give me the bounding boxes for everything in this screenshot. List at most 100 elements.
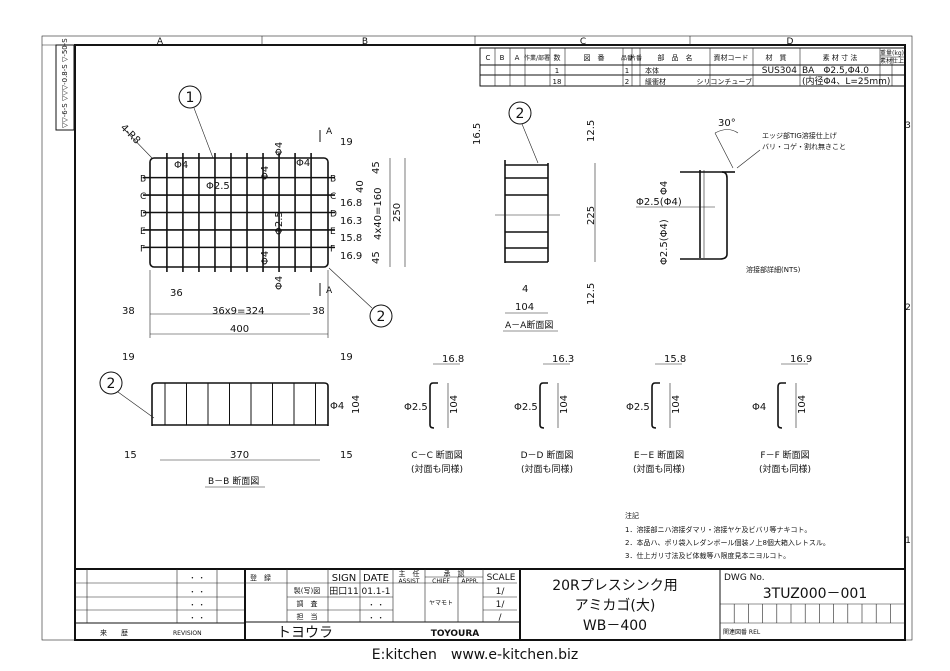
section-title: F－F 断面図 bbox=[760, 449, 809, 461]
date-header: DATE bbox=[363, 573, 389, 584]
leader-line bbox=[122, 127, 153, 159]
section-wire bbox=[429, 382, 438, 429]
dim-label: 12.5 bbox=[586, 120, 597, 142]
part-size: BA Φ2.5,Φ4.0 bbox=[802, 66, 869, 76]
table-header: 仕上 bbox=[892, 57, 904, 65]
dim-label: 12.5 bbox=[586, 283, 597, 305]
balloon bbox=[99, 371, 123, 395]
dim-label: 45 bbox=[371, 161, 382, 174]
part-item-no: 1 bbox=[625, 67, 629, 75]
dim-label: 16.8 bbox=[340, 198, 362, 209]
dim-label: Φ4 bbox=[174, 160, 188, 171]
revision-date: ・ ・ bbox=[189, 601, 205, 609]
dim-label: 15.8 bbox=[664, 354, 686, 365]
dim-label: 16.9 bbox=[340, 251, 362, 262]
part-name: 緩衝材 bbox=[645, 77, 666, 86]
dim-label: 38 bbox=[122, 306, 135, 317]
dim-label: 104 bbox=[449, 395, 460, 414]
assist-header-en: ASSIST bbox=[399, 578, 420, 585]
table-header: B bbox=[500, 54, 505, 62]
company-kana: トヨウラ bbox=[277, 625, 333, 641]
dim-label: Φ4 bbox=[274, 142, 285, 156]
zone-label: 3 bbox=[905, 121, 911, 131]
frame-wire bbox=[151, 382, 329, 426]
section-mark: F bbox=[140, 244, 145, 254]
part-size: (内径Φ4、L=25mm) bbox=[802, 75, 890, 87]
dwg-grid bbox=[733, 604, 891, 623]
section-wire bbox=[777, 382, 786, 429]
section-mark: B bbox=[140, 175, 146, 185]
part-material: SUS304 bbox=[762, 66, 797, 76]
table-header: 品番 bbox=[621, 55, 633, 62]
table-header: 素材 bbox=[880, 57, 892, 65]
dim-label: Φ4 bbox=[330, 401, 344, 412]
section-note: (対面も同様) bbox=[411, 463, 463, 475]
table-header: 作業/部署 bbox=[524, 54, 550, 62]
drawing-title-line1: 20Rプレスシンク用 bbox=[552, 578, 678, 594]
drawing-title-line2: アミカゴ(大) bbox=[575, 597, 656, 614]
note-item: 1．溶接部ニハ溶接ダマリ・溶接ヤケ及ビバリ等ナキコト。 bbox=[625, 525, 811, 534]
leader-line bbox=[117, 391, 155, 419]
plan-dimensions: 1 2 4-R8 Φ4 Φ2.5 Φ4 Φ4 Φ2.5 Φ4 Φ4 Φ4 19 … bbox=[118, 85, 406, 338]
part-qty: 1 bbox=[555, 67, 559, 75]
table-header: A bbox=[515, 54, 520, 62]
charge-label: 担 当 bbox=[297, 612, 318, 621]
register-label: 登 録 bbox=[250, 573, 271, 582]
approved-header: 承 認 bbox=[444, 569, 465, 578]
balloon bbox=[508, 101, 532, 125]
scale-value: / bbox=[498, 613, 502, 623]
note-item: 3．仕上ガリ寸法及ビ体裁等ハ限度見本ニヨルコト。 bbox=[625, 551, 790, 560]
dwg-no-label: DWG No. bbox=[724, 573, 765, 583]
section-mark: F bbox=[330, 244, 335, 254]
weld-note: エッジ部TIG溶接仕上げ bbox=[762, 131, 837, 140]
notes: 注記 1．溶接部ニハ溶接ダマリ・溶接ヤケ及ビバリ等ナキコト。 2．本品ハ、ポリ袋… bbox=[625, 511, 830, 560]
surface-finish-symbols: ▽▽-6-S ▽▽▽-0.8-S ▽-50-S bbox=[61, 38, 69, 128]
dim-label: 104 bbox=[797, 395, 808, 414]
section-note: (対面も同様) bbox=[633, 463, 685, 475]
dim-label: 104 bbox=[671, 395, 682, 414]
parts-table-border bbox=[479, 47, 906, 87]
drawn-label: 製(写)図 bbox=[294, 586, 320, 595]
dim-label: 250 bbox=[392, 203, 403, 222]
section-b-b: 2 19 19 Φ4 104 370 15 15 B－B 断面図 bbox=[99, 352, 362, 488]
dim-label: Φ2.5 bbox=[274, 211, 285, 235]
dim-label: 19 bbox=[122, 352, 135, 363]
scale-value: 1/ bbox=[496, 587, 506, 597]
title-block: ・ ・ ・ ・ ・ ・ ・ ・ 来 歴 REVISION 登 録 SIGN DA… bbox=[75, 568, 905, 641]
leader-line bbox=[328, 267, 373, 309]
angle-arc bbox=[714, 129, 739, 134]
weld-detail: 30° エッジ部TIG溶接仕上げ バリ・コゲ・割れ無きこと Φ4 Φ2.5(Φ4… bbox=[636, 118, 846, 274]
leader-line bbox=[521, 123, 539, 164]
dim-label: 4-R8 bbox=[118, 122, 142, 146]
part-name: 本体 bbox=[645, 66, 659, 75]
cut-mark: A bbox=[326, 127, 333, 137]
section-note: (対面も同様) bbox=[521, 463, 573, 475]
table-header: C bbox=[486, 54, 491, 62]
dim-label: 4 bbox=[522, 284, 528, 295]
charge-date: ・ ・ bbox=[368, 614, 384, 622]
section-note: (対面も同様) bbox=[759, 463, 811, 475]
dim-label: 104 bbox=[559, 395, 570, 414]
dim-label: Φ2.5 bbox=[206, 181, 230, 192]
footer-caption: E:kitchen www.e-kitchen.biz bbox=[371, 647, 579, 663]
sign-header: SIGN bbox=[332, 573, 357, 584]
dim-label: Φ2.5 bbox=[626, 402, 650, 413]
section-a-a: 2 16.5 12.5 225 12.5 4 104 A－A断面図 bbox=[472, 101, 597, 332]
table-header: 片番 bbox=[630, 54, 642, 62]
dim-label: Φ4 bbox=[752, 402, 766, 413]
zone-label: A bbox=[157, 37, 164, 47]
part-item-no: 2 bbox=[625, 78, 629, 86]
balloon bbox=[178, 85, 202, 109]
wire bbox=[680, 171, 728, 260]
dim-label: 16.5 bbox=[472, 123, 483, 145]
dim-label: 16.3 bbox=[340, 216, 362, 227]
section-mark: E bbox=[330, 227, 336, 237]
section-mark: D bbox=[140, 210, 147, 220]
dim-label: 225 bbox=[586, 206, 597, 225]
chief-header: CHIEF bbox=[432, 578, 450, 585]
balloon-number: 2 bbox=[516, 106, 525, 122]
dim-label: 15 bbox=[340, 450, 353, 461]
